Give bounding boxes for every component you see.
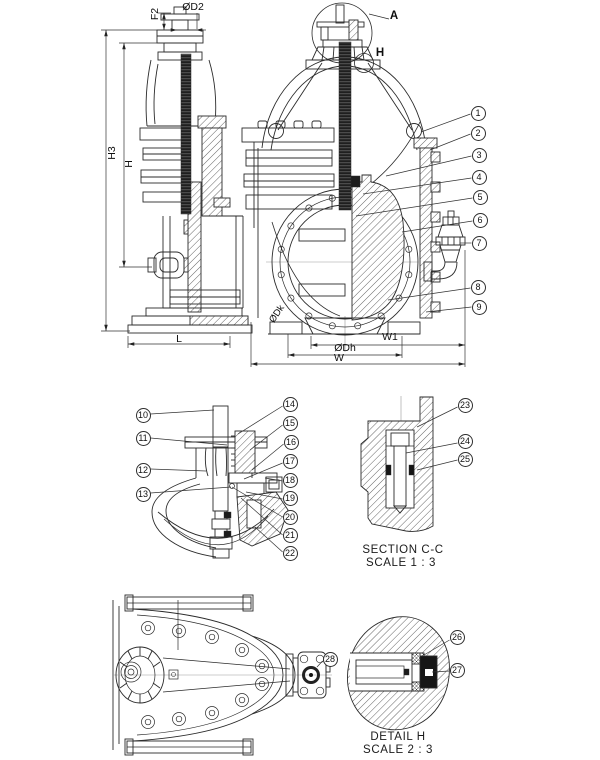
plan-view [112,594,332,756]
balloon-16: 16 [283,434,299,450]
balloon-2: 2 [470,125,486,141]
balloon-14: 14 [282,396,298,412]
detail-h-title: DETAIL H [370,731,426,743]
stem-detail-view [151,405,289,559]
air-valve [423,210,466,282]
dim-label-l: L [176,333,182,345]
balloon-11: 11 [135,430,151,446]
balloon-6: 6 [472,212,488,228]
balloon-23: 23 [457,397,473,413]
balloon-4: 4 [471,169,487,185]
balloon-13: 13 [135,486,151,502]
detail-h-leaders [423,639,450,673]
balloon-25: 25 [457,451,473,467]
balloon-9: 9 [471,299,487,315]
section-cc-title: SECTION C-C [362,544,444,556]
dim-label-w: W [334,352,344,364]
balloon-27: 27 [449,662,465,678]
detail-h-scale: SCALE 2 : 3 [363,744,433,756]
balloon-12: 12 [135,462,151,478]
balloon-20: 20 [282,509,298,525]
dim-label-w1: W1 [382,331,398,343]
balloon-3: 3 [471,147,487,163]
section-cc-leaders [405,406,458,471]
dim-label-d2: ØD2 [182,1,204,13]
detail-a-label: A [389,10,399,22]
front-view-dimensions [250,250,466,367]
section-cc-scale: SCALE 1 : 3 [366,557,436,569]
detail-h-view [347,616,450,731]
balloon-15: 15 [282,415,298,431]
side-view [127,6,253,334]
balloon-5: 5 [472,189,488,205]
dim-label-h: H [123,160,135,168]
balloon-18: 18 [282,472,298,488]
front-view-leaders [355,113,473,313]
dim-label-h3: H3 [106,146,118,160]
balloon-7: 7 [471,235,487,251]
stem-detail-leaders [150,405,284,553]
dim-label-f2: F2 [149,7,161,21]
balloon-17: 17 [282,453,298,469]
section-cc-view [360,396,434,532]
balloon-24: 24 [457,433,473,449]
balloon-21: 21 [282,527,298,543]
detail-h-marker-label: H [375,47,385,59]
balloon-8: 8 [470,279,486,295]
balloon-28: 28 [322,651,338,667]
balloon-26: 26 [449,629,465,645]
balloon-1: 1 [470,105,486,121]
balloon-22: 22 [282,545,298,561]
balloon-10: 10 [135,407,151,423]
balloon-19: 19 [282,490,298,506]
front-view [241,2,466,352]
side-view-dimensions [101,12,231,348]
